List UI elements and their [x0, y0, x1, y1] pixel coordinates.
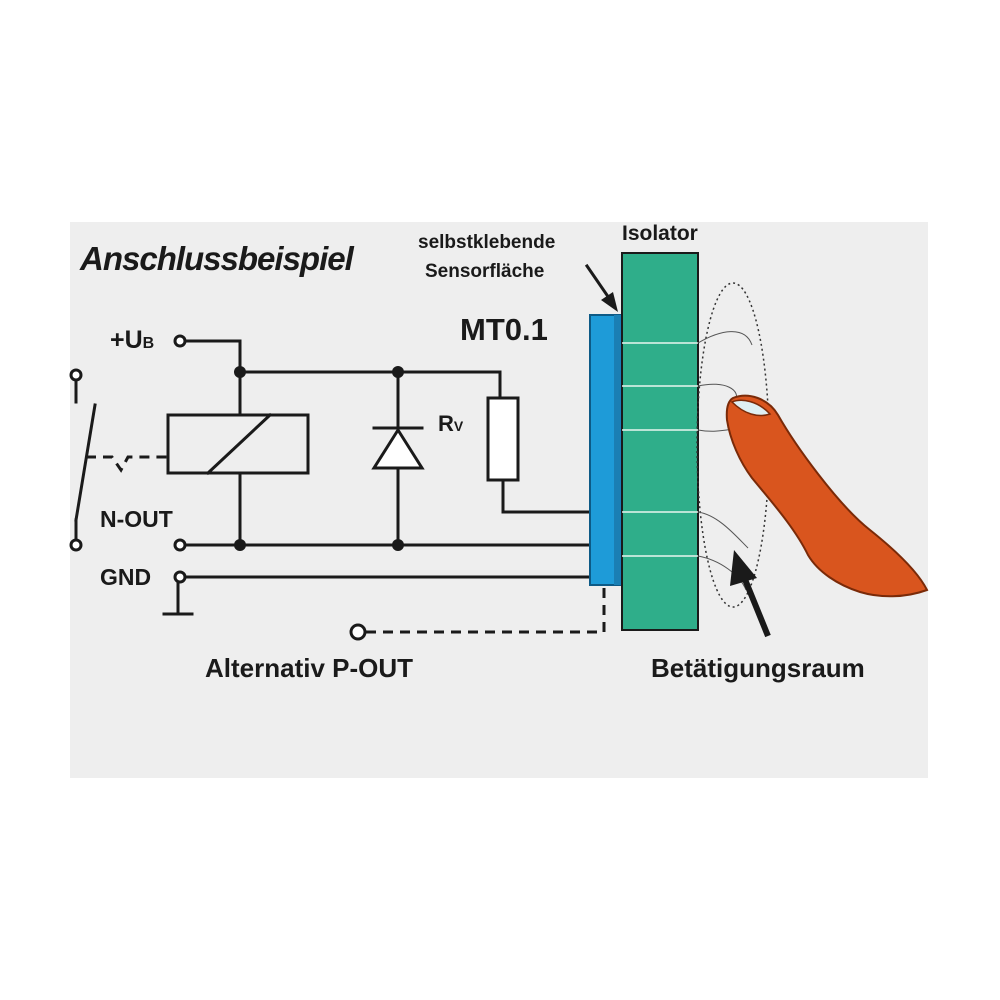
relay-switch-contact [69, 368, 168, 552]
sensor-pointer-arrow [584, 263, 618, 312]
isolator-label: Isolator [622, 222, 698, 245]
alt-pout-wire [366, 585, 606, 634]
series-resistor [486, 396, 520, 482]
finger-illustration [725, 394, 929, 598]
svg-text:RV: RV [438, 411, 464, 436]
svg-text:+UB: +UB [110, 326, 154, 354]
alt-pout-label: Alternativ P-OUT [205, 653, 413, 683]
sensor-surface-label-line1: selbstklebende [418, 232, 555, 253]
junction-node [234, 539, 246, 551]
junction-node [392, 539, 404, 551]
supply-wire [183, 339, 242, 374]
ground-symbol [162, 580, 194, 616]
isolator-plate [621, 252, 699, 631]
resistor-sensor-wire [501, 478, 592, 514]
gnd-label: GND [100, 564, 151, 590]
resistor-label: R [438, 411, 454, 436]
supply-label-subscript: B [143, 335, 155, 352]
sensor-surface-label-line2: Sensorfläche [425, 261, 544, 282]
sensor-name: MT0.1 [460, 312, 548, 347]
actuation-pointer-arrow [730, 550, 771, 638]
alt-pout-terminal [349, 623, 367, 641]
nout-label: N-OUT [100, 506, 173, 532]
diagram-title: Anschlussbeispiel [79, 240, 355, 277]
actuation-label: Betätigungsraum [651, 653, 865, 683]
relay-coil [166, 412, 310, 476]
resistor-label-subscript: V [454, 418, 464, 434]
supply-label: +U [110, 326, 143, 354]
supply-terminal: +UB [110, 326, 187, 354]
sensor-adhesive-strip [614, 315, 622, 585]
